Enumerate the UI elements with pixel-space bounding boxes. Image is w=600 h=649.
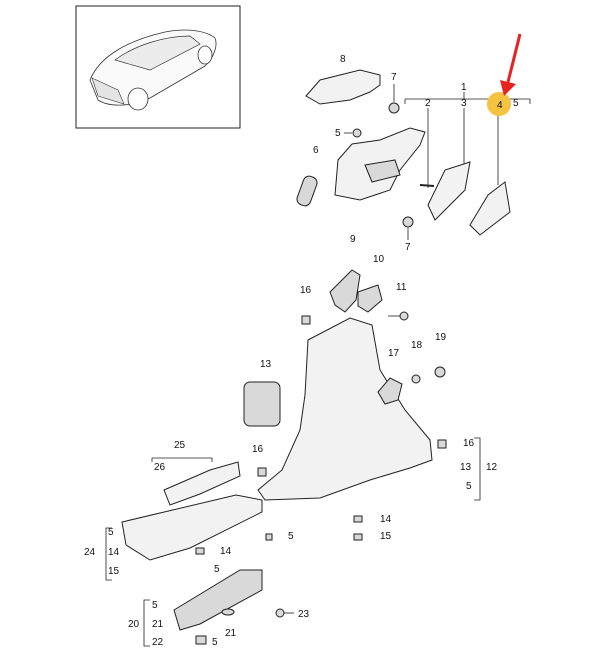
part-19-clip <box>434 366 446 378</box>
part-23-screw <box>275 608 294 618</box>
callout-10: 10 <box>373 254 385 265</box>
callout-5-upper-left: 5 <box>335 128 341 139</box>
callout-1: 1 <box>461 82 467 93</box>
bracket-25 <box>151 457 213 462</box>
callout-13-right: 13 <box>460 462 472 473</box>
bracket-20 <box>143 599 150 647</box>
part-7-screw-top <box>388 84 400 114</box>
callout-24: 24 <box>84 547 96 558</box>
part-9-bracket <box>329 269 361 313</box>
callout-2: 2 <box>425 98 431 109</box>
callout-22: 22 <box>152 637 164 648</box>
callout-16-b: 16 <box>252 444 264 455</box>
callout-5-right: 5 <box>466 481 472 492</box>
part-14-clip-b <box>353 515 363 523</box>
part-16-clip-b <box>257 467 267 477</box>
part-10-bracket <box>357 284 383 313</box>
callout-25: 25 <box>174 440 186 451</box>
part-21-clip <box>221 608 235 616</box>
highlight-arrow-head <box>500 80 516 96</box>
callout-16-c: 16 <box>463 438 475 449</box>
callout-19: 19 <box>435 332 447 343</box>
callout-7-bottom: 7 <box>405 242 411 253</box>
callout-14-right: 14 <box>380 514 392 525</box>
callout-18: 18 <box>411 340 423 351</box>
callout-13: 13 <box>260 359 272 370</box>
callout-11: 11 <box>396 282 407 293</box>
callout-5-lower: 5 <box>214 564 220 575</box>
callout-26: 26 <box>154 462 166 473</box>
part-15-clip <box>353 533 363 541</box>
part-18-clip <box>411 374 421 384</box>
part-8-trim-clip <box>305 69 381 105</box>
part-11-screw <box>388 311 409 321</box>
callout-14-mid: 14 <box>220 546 232 557</box>
highlight-arrow-shaft <box>506 33 522 83</box>
callout-21-a: 21 <box>152 619 164 630</box>
highlight-marker <box>487 92 511 116</box>
callout-20: 20 <box>128 619 140 630</box>
callout-15-right: 15 <box>380 531 392 542</box>
part-2-pin <box>419 184 435 187</box>
part-5-clip-top <box>344 128 362 138</box>
callout-23: 23 <box>298 609 310 620</box>
bracket-12-13 <box>474 437 481 501</box>
callout-8: 8 <box>340 54 346 65</box>
part-4-cover <box>469 181 511 236</box>
callout-5: 5 <box>513 98 519 109</box>
callout-6: 6 <box>313 145 319 156</box>
callout-16-a: 16 <box>300 285 312 296</box>
part-6-speaker-grille <box>296 175 318 207</box>
callout-5-mid: 5 <box>288 531 294 542</box>
callout-17: 17 <box>388 348 400 359</box>
part-3-cover <box>427 161 471 221</box>
part-5-clip-low <box>265 533 273 541</box>
part-25-sill-plate <box>163 461 241 506</box>
callout-14-left: 14 <box>108 547 120 558</box>
callout-21-b: 21 <box>225 628 237 639</box>
callout-3: 3 <box>461 98 467 109</box>
car-thumbnail <box>75 5 241 129</box>
callout-5-left: 5 <box>108 527 114 538</box>
part-a-pillar-vent <box>364 159 401 183</box>
callout-12: 12 <box>486 462 498 473</box>
part-b-pillar-trim <box>257 317 433 501</box>
callout-5-bottom: 5 <box>212 637 218 648</box>
callout-7-top: 7 <box>391 72 397 83</box>
part-7-screw-bottom <box>402 216 414 240</box>
part-17-cap <box>377 377 403 405</box>
bracket-24 <box>105 527 112 581</box>
callout-15-left: 15 <box>108 566 120 577</box>
part-24-sill-trim <box>121 494 263 561</box>
part-16-clip-c <box>437 439 447 449</box>
part-20-bracket <box>173 569 263 631</box>
callout-9: 9 <box>350 234 356 245</box>
callout-5-bracket-top: 5 <box>152 600 158 611</box>
part-16-clip-a <box>301 315 311 325</box>
part-14-clip <box>195 547 205 555</box>
part-22-clip <box>195 635 207 645</box>
callout-4: 4 <box>497 100 503 111</box>
part-13-speaker-cover <box>243 381 281 427</box>
